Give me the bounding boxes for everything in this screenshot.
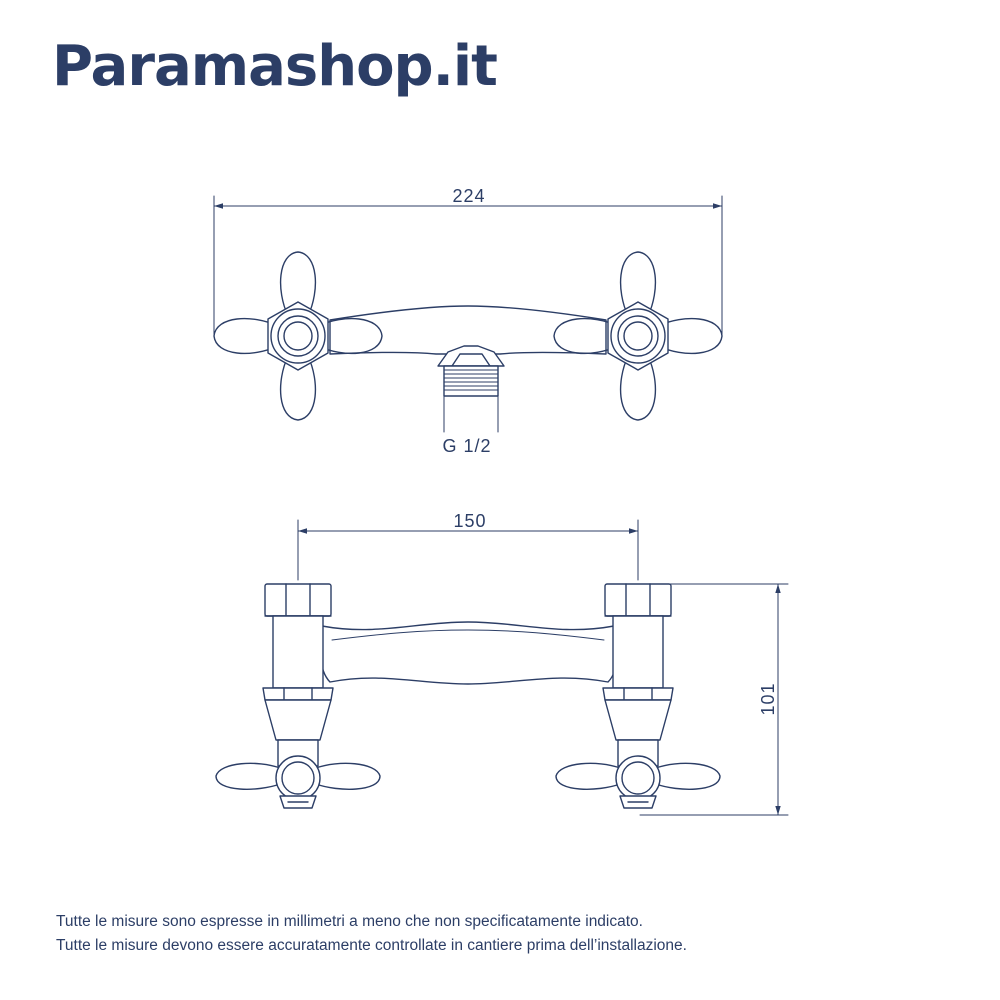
dim-label-224: 224: [452, 186, 485, 206]
right-valve-front-view: [555, 583, 721, 809]
dim-label-101: 101: [758, 682, 778, 715]
dim-label-150: 150: [453, 511, 486, 531]
notes: Tutte le misure sono espresse in millime…: [56, 910, 687, 958]
brand-logo: Paramashop.it: [52, 34, 498, 99]
note-line: Tutte le misure devono essere accuratame…: [56, 937, 687, 954]
body-front-view: [318, 621, 619, 685]
dim-label-thread: G 1/2: [442, 436, 491, 456]
thread-connection: [443, 365, 499, 397]
note-line: Tutte le misure sono espresse in millime…: [56, 913, 643, 930]
body-top-view: [329, 305, 607, 355]
left-valve-front-view: [215, 583, 381, 809]
